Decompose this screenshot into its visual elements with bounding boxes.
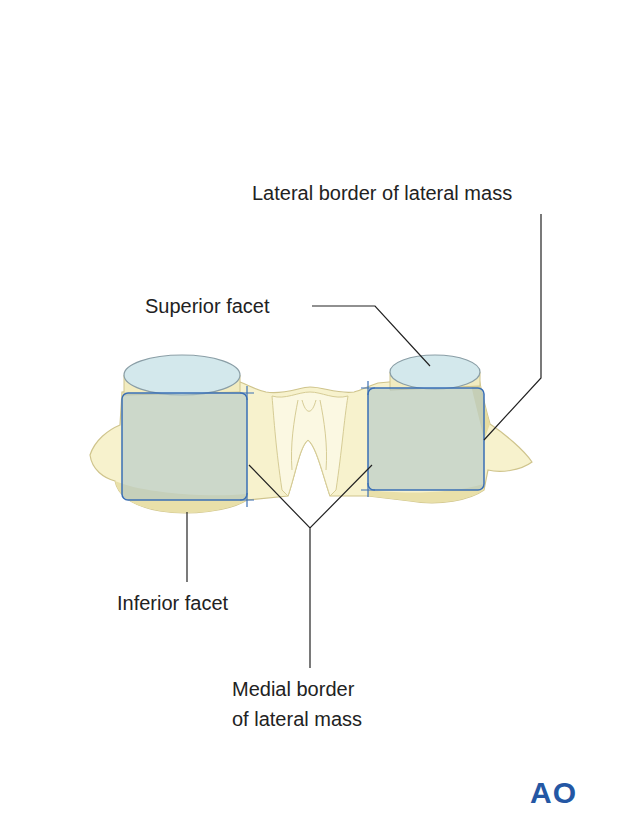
superior-facet-surface [390, 355, 480, 389]
part-label: Medial border of lateral mass [232, 674, 375, 734]
part-label: Inferior facet [117, 588, 228, 618]
leader-line [249, 465, 372, 668]
leader-line [312, 306, 430, 366]
spinous-process-detail [291, 400, 326, 470]
superior-facet-surface [124, 355, 240, 395]
leader-line [484, 214, 541, 440]
lateral-mass-outline [122, 393, 247, 500]
part-label: Lateral border of lateral mass [252, 178, 512, 208]
corner-ticks [240, 381, 375, 507]
vertebra-outline [90, 374, 532, 513]
lateral-mass-outline [368, 388, 484, 490]
logo-text: AO [530, 778, 577, 808]
part-label: Superior facet [145, 291, 270, 321]
leader-line [186, 512, 187, 582]
spinous-process [272, 392, 348, 496]
